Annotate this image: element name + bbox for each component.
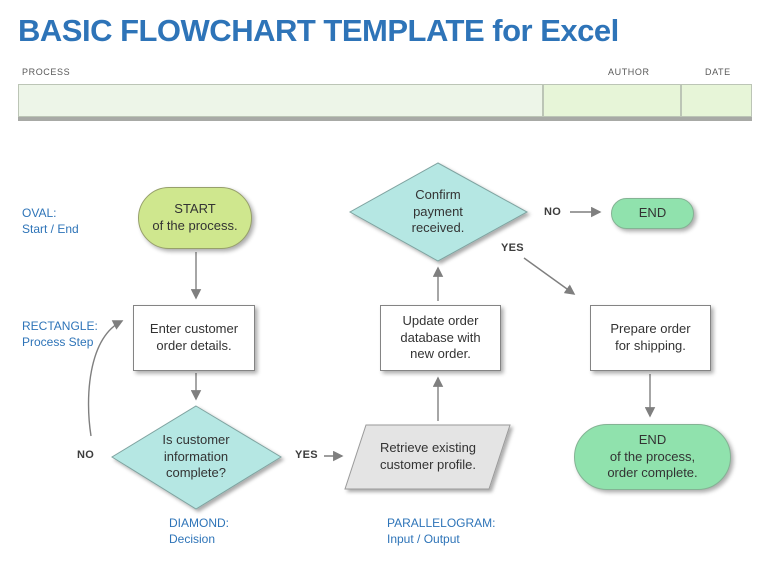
branch-label-no-info: NO: [77, 449, 95, 461]
branch-label-yes-payment: YES: [501, 242, 524, 254]
connector-yes-to-prepare: [523, 257, 576, 295]
legend-oval: OVAL: Start / End: [22, 206, 79, 236]
process-column-label: PROCESS: [22, 67, 71, 77]
process-input-cell[interactable]: [18, 84, 543, 117]
branch-label-no-payment: NO: [544, 206, 562, 218]
prepare-shipping-rect[interactable]: Prepare order for shipping.: [590, 305, 711, 371]
author-column-label: AUTHOR: [608, 67, 650, 77]
decision-info-diamond[interactable]: [111, 405, 282, 510]
start-oval[interactable]: START of the process.: [138, 187, 252, 249]
connector-no-loop: [87, 320, 124, 437]
page-title: BASIC FLOWCHART TEMPLATE for Excel: [18, 13, 619, 48]
legend-rectangle: RECTANGLE: Process Step: [22, 319, 98, 349]
branch-label-yes-info: YES: [295, 449, 318, 461]
enter-order-rect[interactable]: Enter customer order details.: [133, 305, 255, 371]
header-divider: [18, 117, 752, 121]
update-database-rect[interactable]: Update order database with new order.: [380, 305, 501, 371]
author-input-cell[interactable]: [543, 84, 681, 117]
date-column-label: DATE: [705, 67, 731, 77]
end-oval[interactable]: END of the process, order complete.: [574, 424, 731, 490]
decision-payment-diamond[interactable]: [348, 162, 529, 262]
retrieve-parallelogram[interactable]: [344, 424, 511, 490]
end-pill[interactable]: END: [611, 198, 694, 229]
legend-parallelogram: PARALLELOGRAM: Input / Output: [387, 516, 496, 546]
date-input-cell[interactable]: [681, 84, 752, 117]
legend-diamond: DIAMOND: Decision: [169, 516, 229, 546]
